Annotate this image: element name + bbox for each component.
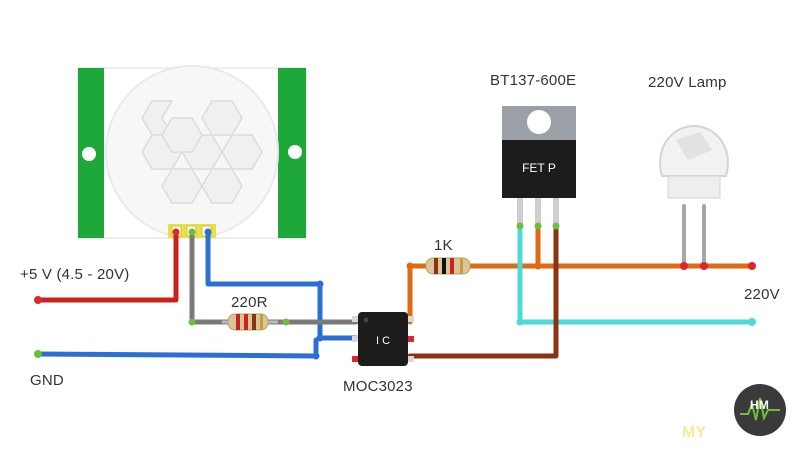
watermark-text: MY [682,424,707,441]
label-resistor-1k: 1K [434,237,453,254]
lamp [659,124,729,199]
fresnel-lens-cells [141,100,263,204]
label-supply: +5 V (4.5 - 20V) [20,266,130,283]
label-resistor-220: 220R [231,294,268,311]
pir-sensor [77,65,307,239]
optocoupler-chip: I C [352,312,414,366]
wires [35,204,755,359]
wire-mt2 [407,223,559,359]
label-ground: GND [30,372,64,389]
mount-hole-right [288,145,302,159]
resistor-1k [425,257,471,275]
wire-pir-out [189,229,235,325]
label-triac: BT137-600E [490,72,577,89]
watermark-logo-initials: HM [750,398,770,412]
label-lamp: 220V Lamp [648,74,727,91]
wire-gate-opto [407,263,429,325]
triac: FET P [502,106,576,228]
mount-hole-left [82,147,96,161]
wire-supply [35,229,179,303]
opto-marking: I C [376,335,390,347]
label-optocoupler: MOC3023 [343,378,413,395]
triac-marking: FET P [522,161,556,175]
junction-dots [34,222,756,360]
watermark-logo [734,384,786,436]
label-mains: 220V [744,286,780,303]
resistor-220r [222,313,278,331]
wire-ground [35,337,319,359]
